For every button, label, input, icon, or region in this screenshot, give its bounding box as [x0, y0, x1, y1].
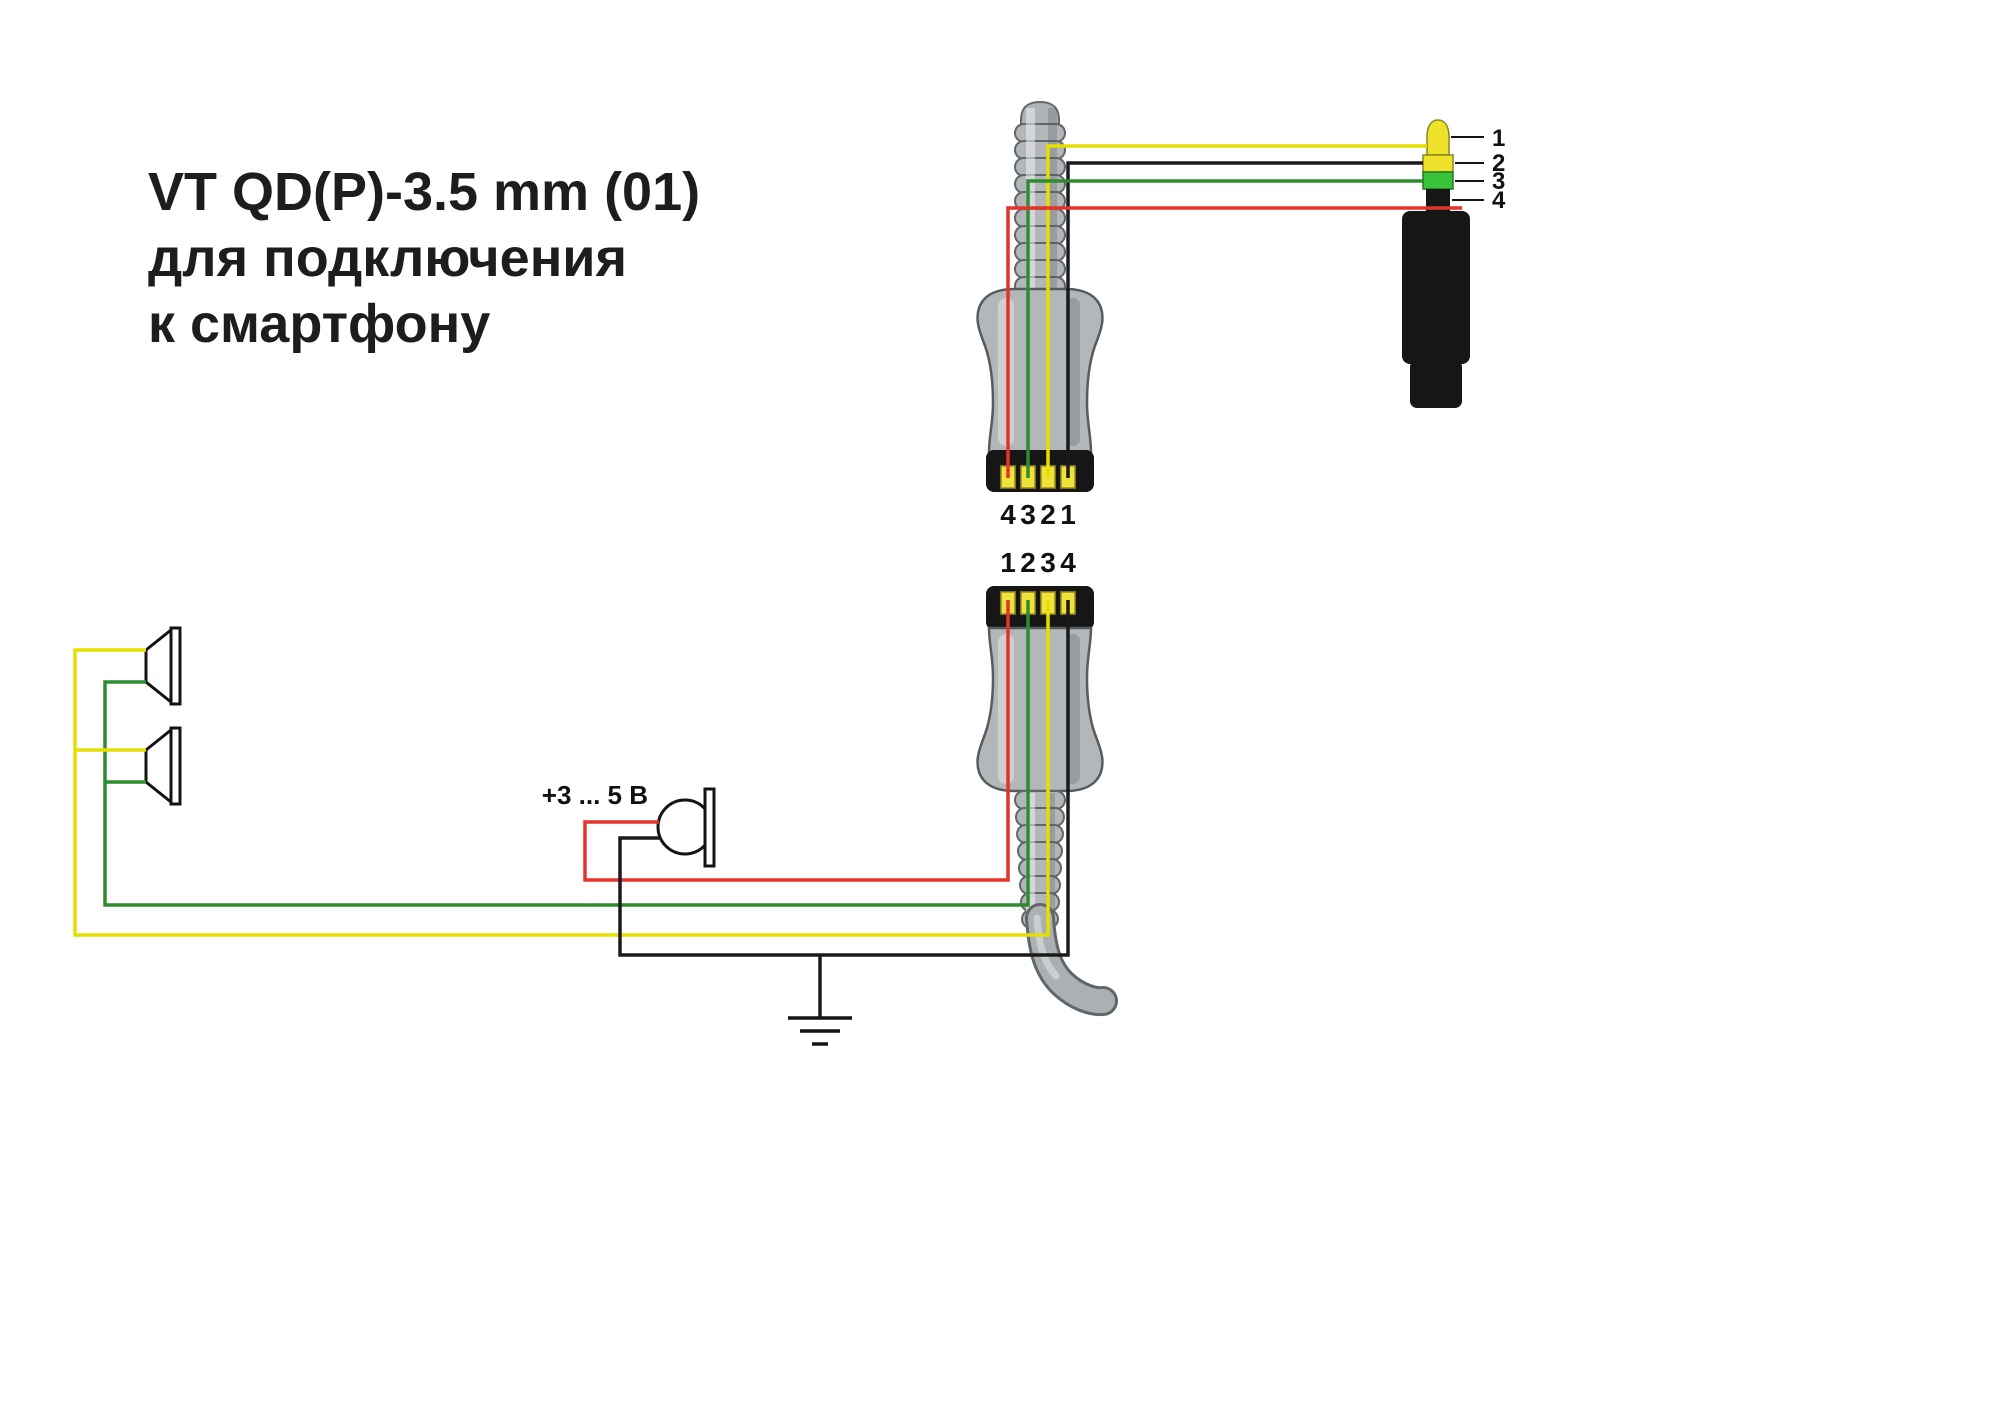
wire-green-top-run	[1026, 179, 1423, 478]
qd-bottom-pin-label-1: 1	[1000, 547, 1016, 578]
wire-black-bottom-run	[618, 600, 1070, 957]
cable-pigtail-highlight	[1033, 914, 1060, 980]
jack-pin-label-2: 2	[1492, 150, 1505, 177]
wire-red-top-run	[1006, 206, 1462, 478]
qd-top-pin-label-1: 1	[1060, 499, 1076, 530]
wire-yellow-to-jack	[1046, 144, 1427, 478]
jack-pin-labels: 1 2 3 4	[1492, 125, 1506, 214]
qd-connector-bottom	[976, 586, 1118, 1017]
page-title: VT QD(P)-3.5 mm (01) для подключения к с…	[148, 162, 700, 354]
ground-symbol	[788, 1016, 852, 1046]
speaker-bottom	[144, 726, 182, 806]
qd-top-pin-label-4: 4	[1000, 499, 1016, 530]
wire-black-top-run	[1066, 161, 1423, 478]
speaker-bottom-cone	[144, 726, 173, 806]
jack-pin-label-4: 4	[1492, 187, 1506, 214]
jack-ring1	[1422, 154, 1454, 173]
body-highlight-top	[998, 298, 1014, 446]
connector-body-bottom	[976, 626, 1104, 793]
qd-bottom-pin-labels: 1 2 3 4	[1000, 547, 1076, 578]
jack-pin-label-1: 1	[1492, 125, 1505, 152]
qd-top-pin-label-3: 3	[1020, 499, 1036, 530]
wire-red-to-mic	[583, 600, 1010, 882]
jack-plug	[1402, 119, 1470, 408]
jack-ring2	[1422, 171, 1454, 190]
relief-highlight-bottom	[1026, 793, 1035, 923]
qd-top-pin-label-2: 2	[1040, 499, 1056, 530]
wire-green-bottom-run	[103, 600, 1030, 907]
jack-tip	[1426, 119, 1450, 156]
wire-black-to-jack	[1066, 161, 1423, 478]
speaker-top-frame	[169, 626, 182, 706]
jack-pin-callouts	[1451, 136, 1484, 201]
connector-body-top	[976, 287, 1104, 454]
wire-red-to-jack	[1006, 206, 1462, 478]
relief-shadow-bottom	[1046, 793, 1055, 923]
wire-green-to-jack	[1026, 179, 1423, 478]
wire-red-bottom-run	[583, 600, 1010, 882]
wire-green-to-speakers	[103, 600, 1030, 907]
qd-bottom-pin-label-4: 4	[1060, 547, 1076, 578]
qd-bottom-pin-label-2: 2	[1020, 547, 1036, 578]
wire-yellow-to-speakers	[73, 600, 1050, 937]
wire-black-to-mic-ground	[618, 600, 1070, 1018]
qd-top-pin-labels: 4 3 2 1	[1000, 499, 1076, 530]
speaker-bottom-frame	[169, 726, 182, 806]
jack-pin-label-3: 3	[1492, 168, 1505, 195]
microphone-symbol	[656, 787, 716, 868]
speaker-top-cone	[144, 626, 173, 706]
wire-yellow-bottom-run	[73, 600, 1050, 937]
wire-yellow-top-run	[1046, 144, 1427, 478]
jack-sleeve-body	[1402, 211, 1470, 364]
body-highlight-bottom	[998, 634, 1014, 784]
title-line-3: к смартфону	[148, 294, 490, 354]
relief-highlight-top	[1026, 108, 1035, 290]
microphone-diaphragm	[703, 787, 716, 868]
qd-connector-top	[976, 100, 1104, 492]
qd-bottom-pin-label-3: 3	[1040, 547, 1056, 578]
relief-shadow-top	[1048, 108, 1057, 290]
title-line-1: VT QD(P)-3.5 mm (01)	[148, 162, 700, 222]
jack-sleeve-base	[1410, 360, 1462, 408]
title-line-2: для подключения	[148, 228, 627, 288]
mic-voltage-label: +3 ... 5 В	[542, 780, 648, 810]
speaker-top	[144, 626, 182, 706]
